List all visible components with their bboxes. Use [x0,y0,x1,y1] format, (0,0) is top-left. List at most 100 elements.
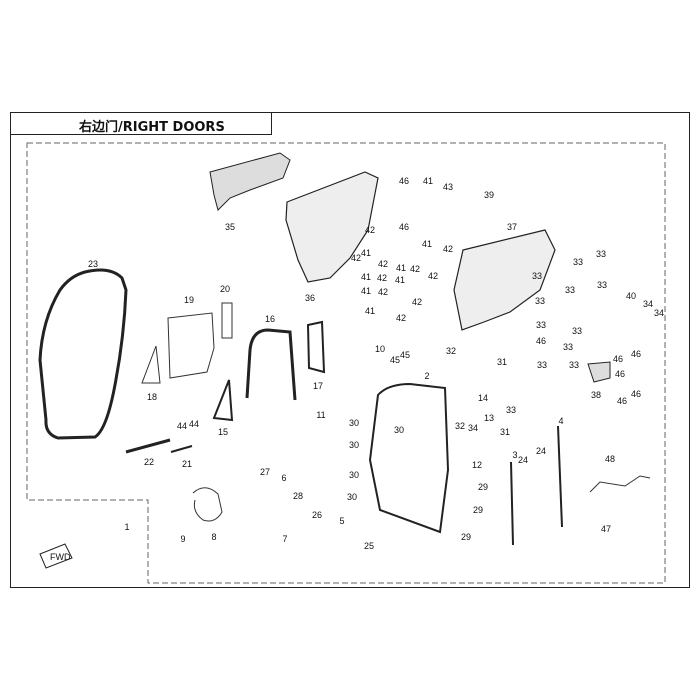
callout-30: 30 [349,470,359,480]
callout-42: 42 [377,273,387,283]
rear-channel [306,320,326,374]
callout-11: 11 [316,410,325,420]
callout-33: 33 [572,326,582,336]
callout-41: 41 [365,306,375,316]
callout-29: 29 [461,532,471,542]
callout-13: 13 [484,413,494,423]
callout-33: 33 [573,257,583,267]
callout-12: 12 [472,460,482,470]
callout-41: 41 [396,263,406,273]
callout-35: 35 [225,222,235,232]
diagram-title: 右边门/RIGHT DOORS [10,112,272,135]
callout-30: 30 [349,440,359,450]
callout-29: 29 [473,505,483,515]
callout-44: 44 [189,419,199,429]
callout-47: 47 [601,524,611,534]
glass-trim-left [141,345,161,384]
fwd-label: FWD [50,552,71,562]
callout-33: 33 [565,285,575,295]
callout-21: 21 [182,459,192,469]
door-frame [368,382,450,534]
callout-25: 25 [364,541,374,551]
callout-1: 1 [124,522,129,532]
callout-4: 4 [558,416,563,426]
callout-18: 18 [147,392,157,402]
callout-42: 42 [378,259,388,269]
callout-46: 46 [399,222,409,232]
callout-32: 32 [446,346,456,356]
callout-39: 39 [484,190,494,200]
callout-42: 42 [410,264,420,274]
callout-46: 46 [399,176,409,186]
belt-strip-21 [170,445,193,453]
door-seal-outline [38,268,128,440]
belt-strip-22 [125,438,171,454]
callout-8: 8 [211,532,216,542]
assembly-boundary [26,142,666,584]
callout-5: 5 [339,516,344,526]
callout-42: 42 [351,253,361,263]
callout-36: 36 [305,293,315,303]
callout-41: 41 [361,248,371,258]
callout-10: 10 [375,344,385,354]
callout-33: 33 [536,320,546,330]
rod-3 [510,461,514,546]
window-glass [167,312,215,379]
armrest-38 [587,361,611,383]
callout-6: 6 [281,473,286,483]
callout-17: 17 [313,381,323,391]
callout-29: 29 [478,482,488,492]
callout-42: 42 [428,271,438,281]
callout-40: 40 [626,291,636,301]
callout-32: 32 [455,421,465,431]
callout-41: 41 [361,272,371,282]
callout-42: 42 [412,297,422,307]
callout-45: 45 [390,355,400,365]
window-run-channel [245,328,297,401]
inner-door-panel [285,171,379,283]
callout-24: 24 [518,455,528,465]
callout-43: 43 [443,182,453,192]
callout-34: 34 [654,308,664,318]
interior-trim-panel [453,229,556,331]
callout-7: 7 [282,534,287,544]
callout-27: 27 [260,467,270,477]
callout-3: 3 [512,450,517,460]
callout-26: 26 [312,510,322,520]
callout-28: 28 [293,491,303,501]
callout-33: 33 [563,342,573,352]
callout-33: 33 [597,280,607,290]
callout-46: 46 [613,354,623,364]
callout-46: 46 [617,396,627,406]
callout-41: 41 [395,275,405,285]
lower-channel [212,379,234,422]
callout-38: 38 [591,390,601,400]
callout-46: 46 [615,369,625,379]
callout-22: 22 [144,457,154,467]
callout-33: 33 [596,249,606,259]
callout-41: 41 [422,239,432,249]
callout-23: 23 [88,259,98,269]
rod-4 [557,425,563,528]
callout-42: 42 [378,287,388,297]
callout-44: 44 [177,421,187,431]
callout-34: 34 [643,299,653,309]
callout-14: 14 [478,393,488,403]
wiring-harness-47 [589,475,651,493]
fwd-arrow [39,543,73,569]
callout-16: 16 [265,314,275,324]
callout-45: 45 [400,350,410,360]
callout-46: 46 [631,349,641,359]
callout-34: 34 [468,423,478,433]
callout-20: 20 [220,284,230,294]
callout-24: 24 [536,446,546,456]
cable-loop [192,487,223,522]
callout-33: 33 [506,405,516,415]
callout-30: 30 [347,492,357,502]
callout-42: 42 [443,244,453,254]
callout-19: 19 [184,295,194,305]
callout-30: 30 [394,425,404,435]
callout-labels: 1234567891011121314151617181920212223242… [88,176,664,551]
callout-46: 46 [536,336,546,346]
callout-46: 46 [631,389,641,399]
